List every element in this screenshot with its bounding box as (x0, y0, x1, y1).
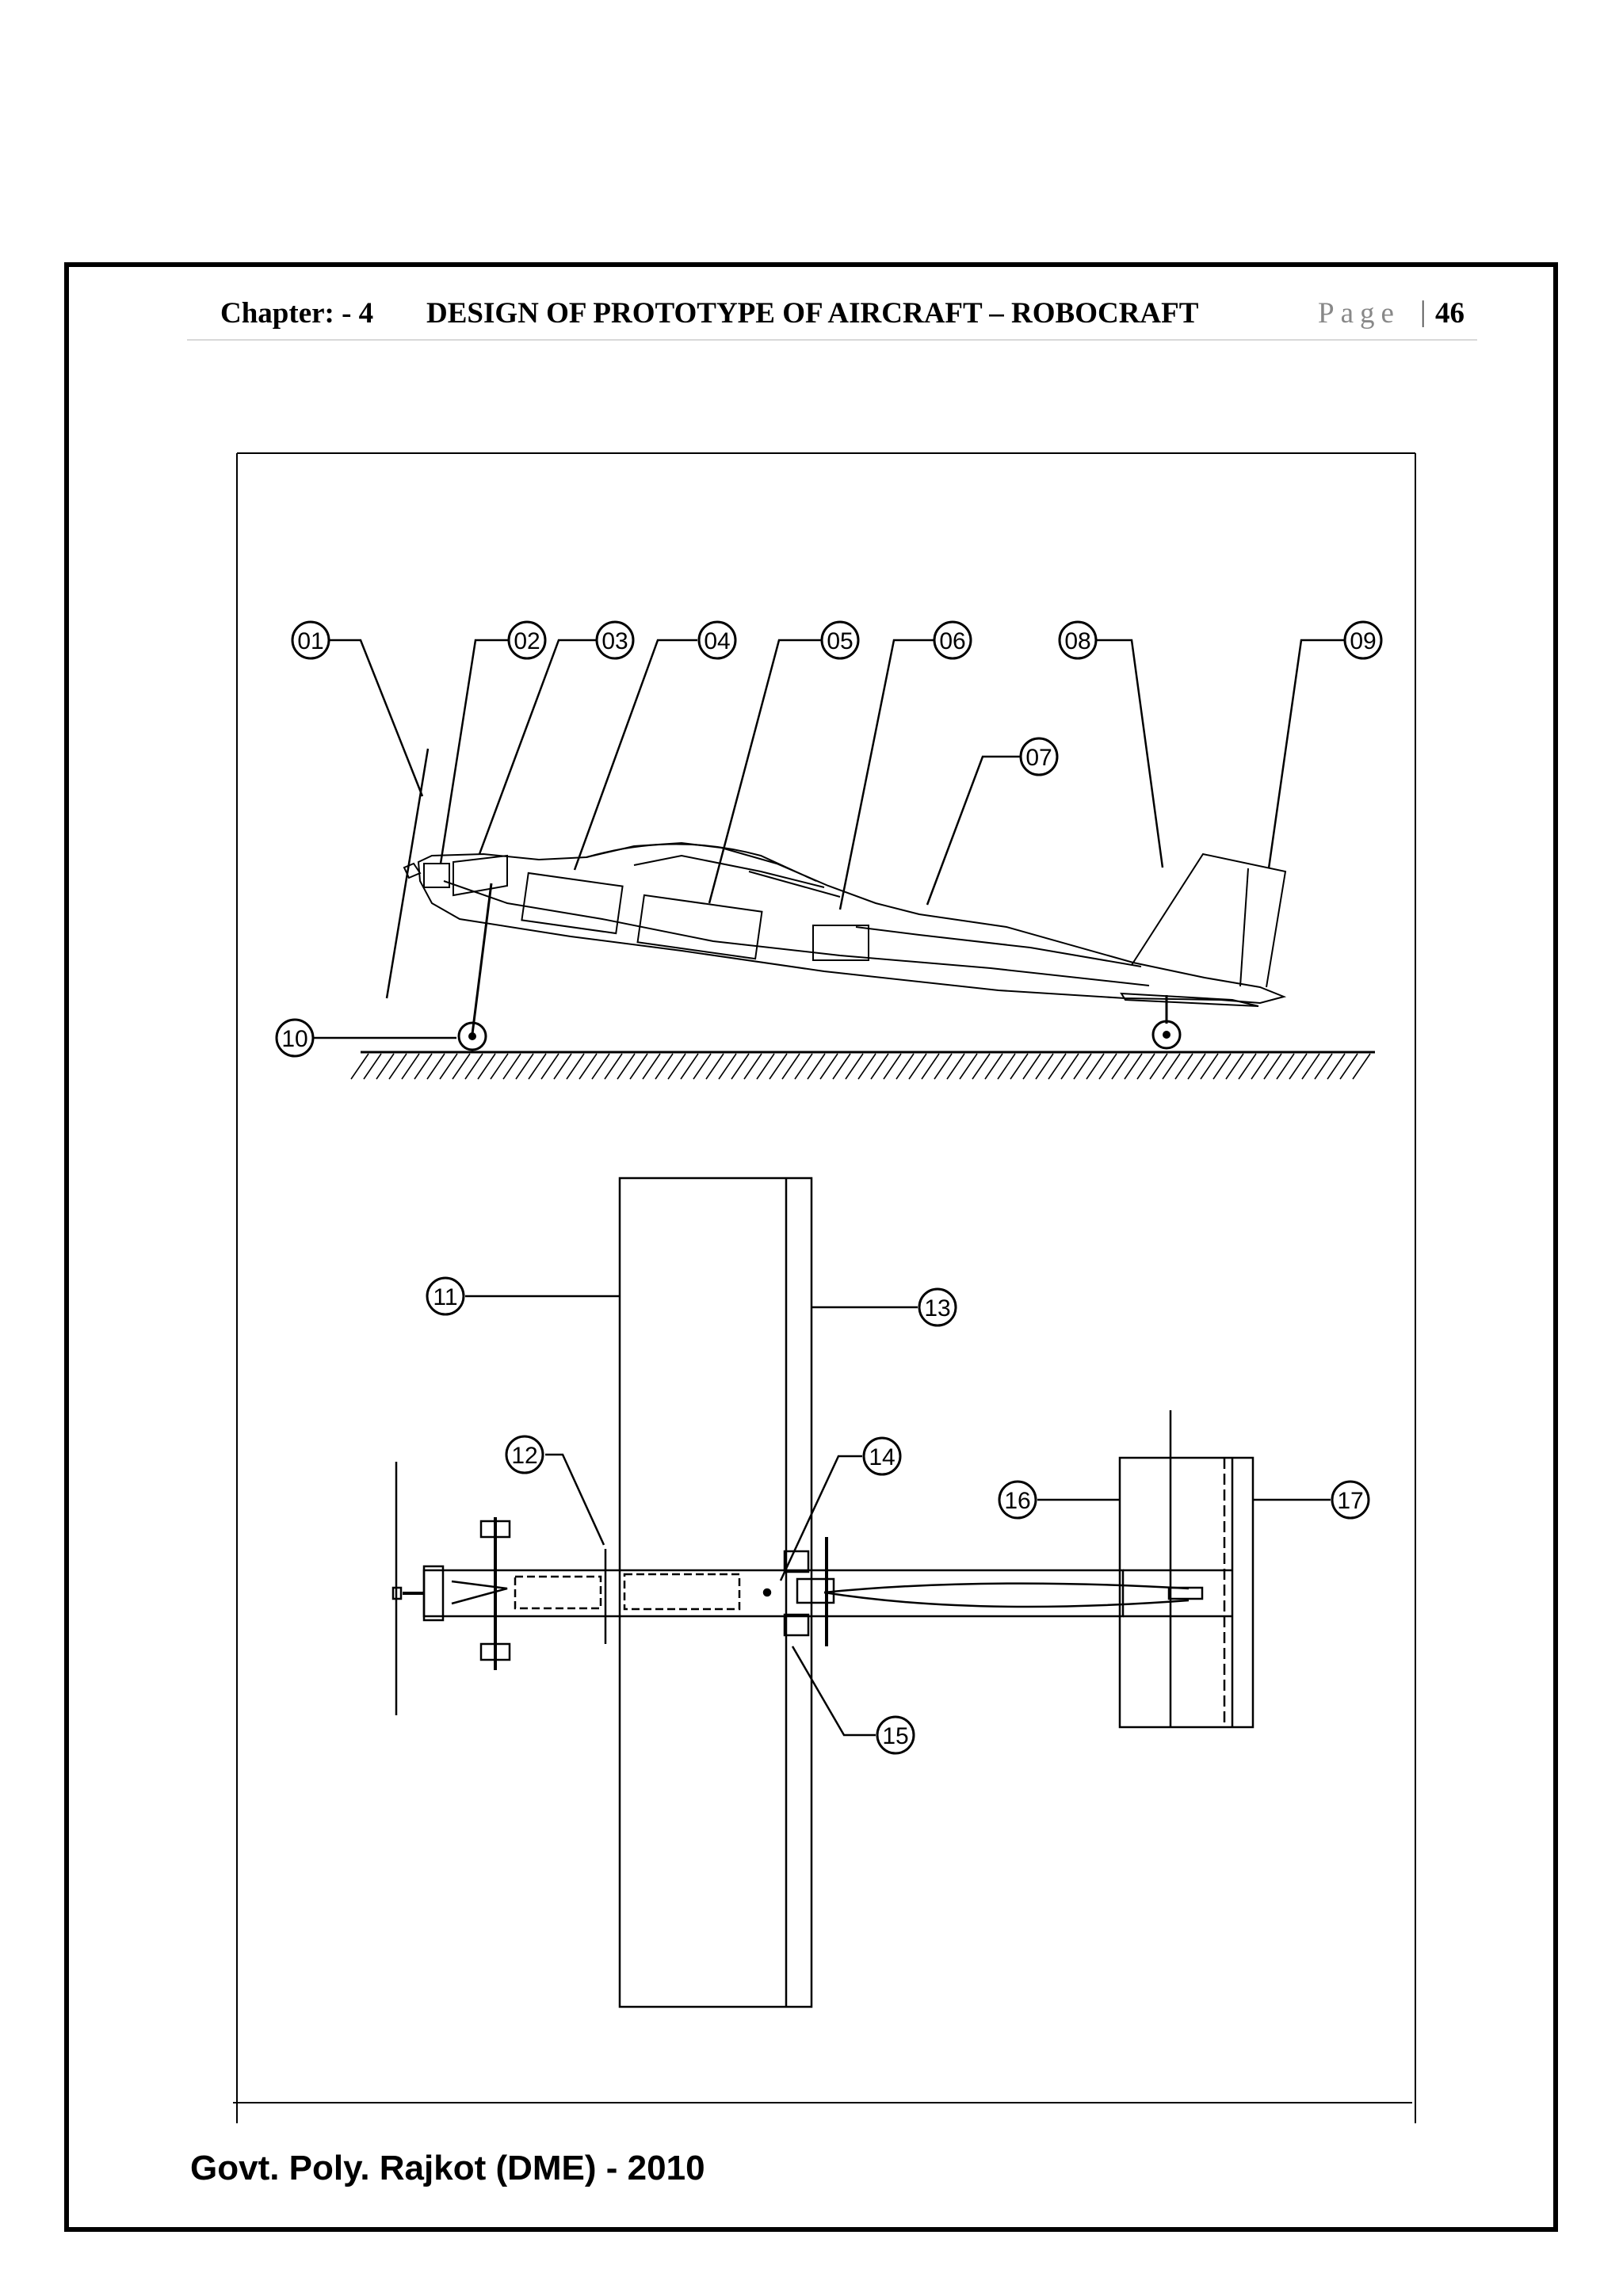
callout-13: 13 (918, 1287, 957, 1327)
callout-number: 15 (882, 1723, 908, 1749)
callout-04: 04 (697, 620, 737, 660)
callout-number: 07 (1025, 745, 1052, 771)
page-number: 46 (1435, 297, 1465, 330)
callout-number: 03 (601, 628, 628, 654)
callout-12: 12 (505, 1435, 544, 1474)
footer-text: Govt. Poly. Rajkot (DME) - 2010 (190, 2149, 705, 2187)
callout-number: 08 (1064, 628, 1090, 654)
callout-number: 14 (869, 1444, 895, 1470)
callout-number: 01 (297, 628, 323, 654)
callout-number: 02 (514, 628, 540, 654)
callout-08: 08 (1058, 620, 1098, 660)
callout-01: 01 (291, 620, 330, 660)
callout-03: 03 (595, 620, 635, 660)
callout-number: 17 (1337, 1488, 1363, 1514)
callout-06: 06 (933, 620, 972, 660)
callout-11: 11 (426, 1276, 465, 1316)
callout-15: 15 (876, 1715, 915, 1755)
callout-number: 12 (511, 1443, 537, 1469)
callout-number: 09 (1350, 628, 1376, 654)
callout-number: 05 (827, 628, 853, 654)
callout-10: 10 (275, 1018, 315, 1058)
top-view (391, 1177, 1254, 2008)
callout-number: 04 (704, 628, 730, 654)
side-view (350, 748, 1375, 1080)
callout-number: 06 (939, 628, 965, 654)
callout-02: 02 (507, 620, 547, 660)
callout-number: 13 (924, 1295, 950, 1322)
page-separator: | (1420, 296, 1426, 328)
callout-labels: 01 02 03 04 05 06 07 08 09 10 11 12 13 14 15 16 17 (275, 620, 1383, 1755)
callout-17: 17 (1331, 1480, 1370, 1520)
page-border (64, 262, 1558, 2232)
page-header: Chapter: - 4 DESIGN OF PROTOTYPE OF AIRC… (187, 290, 1477, 341)
callout-16: 16 (998, 1480, 1037, 1520)
side-view-leaders (311, 639, 1344, 1039)
callout-14: 14 (862, 1436, 902, 1476)
drawing-frame (233, 452, 1416, 2123)
chapter-title: DESIGN OF PROTOTYPE OF AIRCRAFT – ROBOCR… (426, 297, 1199, 330)
callout-number: 11 (433, 1284, 457, 1310)
callout-number: 16 (1004, 1488, 1030, 1514)
callout-number: 10 (281, 1026, 307, 1052)
top-view-leaders (465, 1295, 1331, 1737)
callout-05: 05 (820, 620, 860, 660)
callout-09: 09 (1343, 620, 1383, 660)
callout-07: 07 (1019, 737, 1059, 776)
page-word: Page (1318, 297, 1400, 330)
chapter-label: Chapter: - 4 (220, 297, 374, 330)
